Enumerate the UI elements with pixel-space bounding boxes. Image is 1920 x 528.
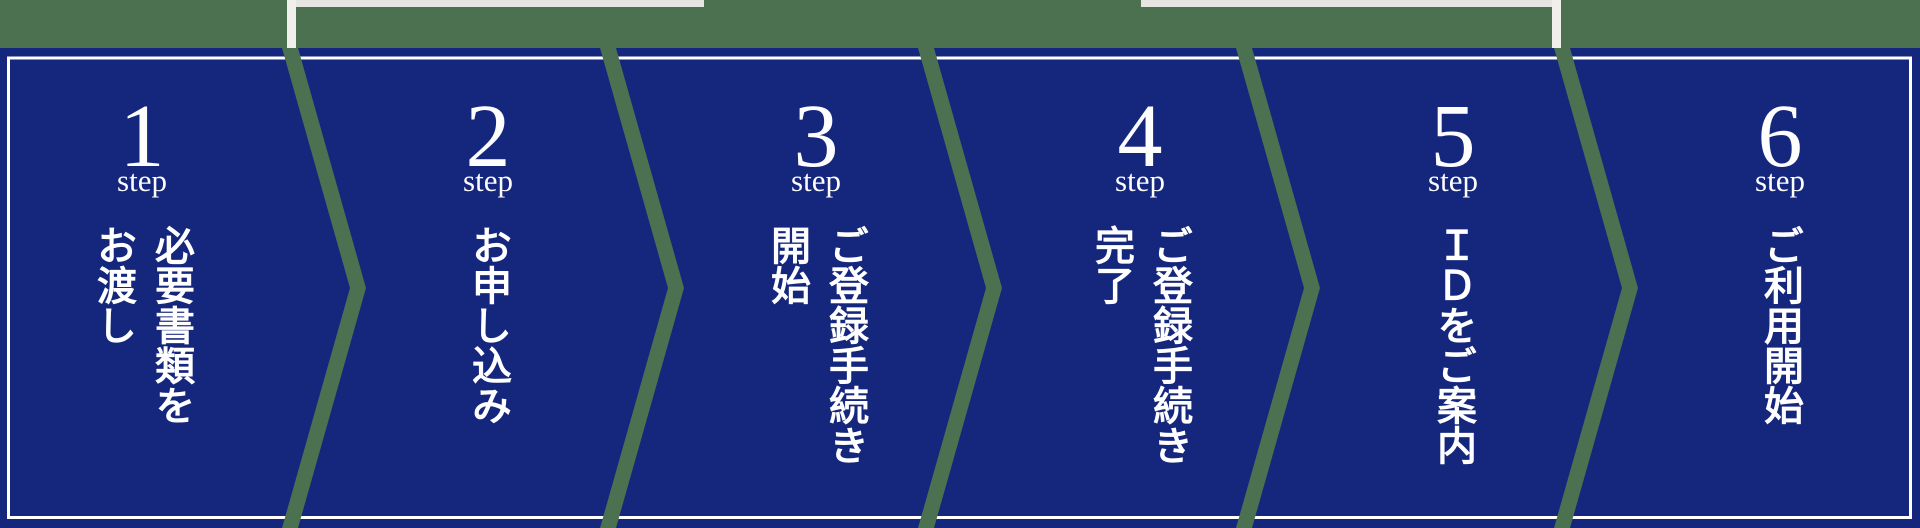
chevron-separator-3 [918,48,1002,528]
step-1-text-line-2: お渡し [91,225,135,345]
step-2-number: 2 [465,87,511,186]
step-4-text-line-2: 完了 [1089,225,1133,305]
step-1-number: 1 [119,87,165,186]
step-5-text-line-1: ＩＤをご案内 [1431,225,1475,465]
callout-connector-right [1552,0,1561,48]
step-3-text: ご登録手続き 開始 [758,225,874,465]
flow-panel-border [7,56,1912,519]
step-3-text-line-1: ご登録手続き [823,225,867,465]
step-6-number: 6 [1757,87,1803,186]
step-4-number: 4 [1117,87,1163,186]
chevron-separator-4 [1236,48,1320,528]
step-6-text: ご利用開始 [1751,225,1809,425]
step-2-label: step [463,163,513,198]
step-5: 5 step ＩＤをご案内 [1343,0,1563,528]
step-1-text-line-1: 必要書類を [149,225,193,425]
step-6-text-line-1: ご利用開始 [1758,225,1802,425]
step-3-number: 3 [793,87,839,186]
step-4-text: ご登録手続き 完了 [1082,225,1198,465]
step-5-label: step [1428,163,1478,198]
callout-connector-left [287,0,296,48]
step-6: 6 step ご利用開始 [1670,0,1890,528]
step-1: 1 step 必要書類を お渡し [32,0,252,528]
step-2-text-line-1: お申し込み [466,225,510,425]
step-1-label: step [117,163,167,198]
step-3-label: step [791,163,841,198]
step-4-text-line-1: ご登録手続き [1147,225,1191,465]
step-2-text: お申し込み [459,225,517,425]
step-2: 2 step お申し込み [378,0,598,528]
callout-strip-left [288,0,704,7]
step-5-text: ＩＤをご案内 [1424,225,1482,465]
step-1-text: 必要書類を お渡し [84,225,200,425]
chevron-separator-5 [1554,48,1638,528]
step-4-label: step [1115,163,1165,198]
step-5-number: 5 [1430,87,1476,186]
chevron-separator-2 [600,48,684,528]
step-4: 4 step ご登録手続き 完了 [1030,0,1250,528]
step-6-label: step [1755,163,1805,198]
step-3-text-line-2: 開始 [765,225,809,305]
callout-strip-right [1141,0,1560,7]
step-3: 3 step ご登録手続き 開始 [706,0,926,528]
chevron-separator-1 [282,48,366,528]
